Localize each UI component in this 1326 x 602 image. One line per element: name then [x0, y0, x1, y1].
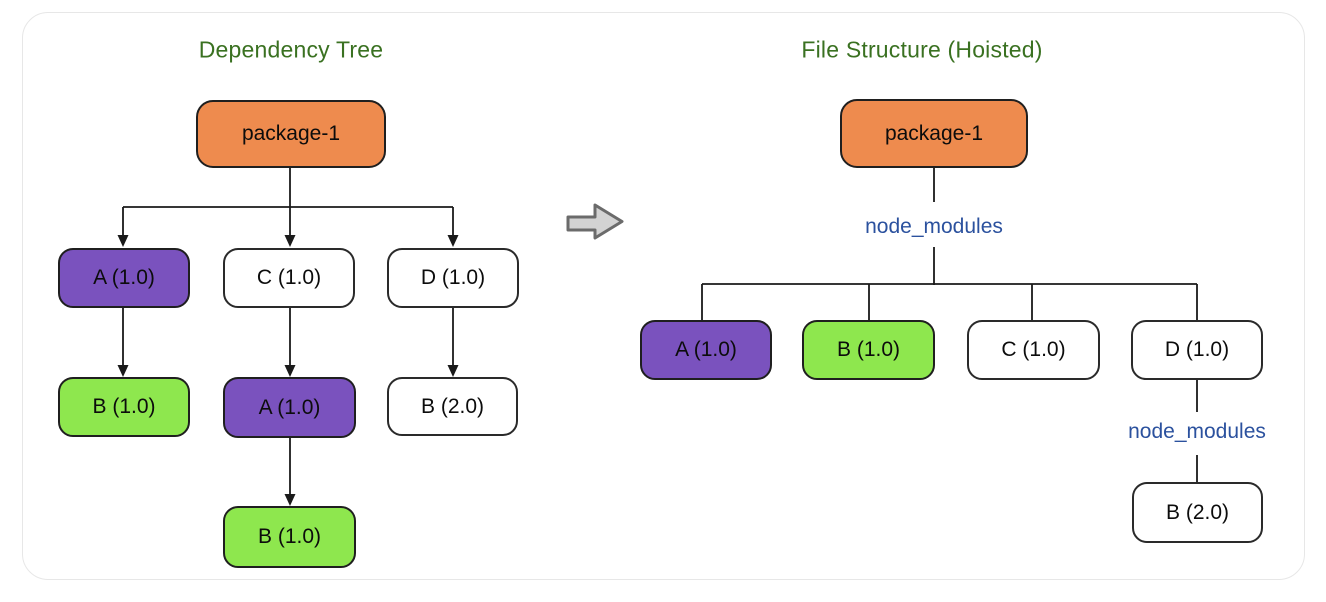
dependency-tree-arrowheads [117, 235, 459, 506]
left-node-c-1-0: C (1.0) [223, 248, 355, 308]
dependency-tree-edges [122, 168, 454, 495]
right-node-c-1-0: C (1.0) [967, 320, 1100, 380]
left-node-package-1: package-1 [196, 100, 386, 168]
left-node-b-1-0-under-a: B (1.0) [58, 377, 190, 437]
left-node-d-1-0: D (1.0) [387, 248, 519, 308]
left-node-a-1-0-under-c: A (1.0) [223, 377, 356, 438]
node-modules-label-nested: node_modules [1128, 420, 1266, 443]
file-structure-edges [701, 168, 1198, 483]
dependency-tree-title: Dependency Tree [198, 36, 384, 63]
node-modules-label-top: node_modules [865, 215, 1003, 238]
right-node-b-2-0-nested: B (2.0) [1132, 482, 1263, 543]
right-node-package-1: package-1 [840, 99, 1028, 168]
left-node-a-1-0: A (1.0) [58, 248, 190, 308]
right-node-d-1-0: D (1.0) [1131, 320, 1263, 380]
left-node-b-1-0-under-a-under-c: B (1.0) [223, 506, 356, 568]
transform-arrow-icon [566, 203, 624, 240]
left-node-b-2-0-under-d: B (2.0) [387, 377, 518, 436]
right-node-a-1-0: A (1.0) [640, 320, 772, 380]
file-structure-title: File Structure (Hoisted) [801, 36, 1043, 63]
right-node-b-1-0: B (1.0) [802, 320, 935, 380]
